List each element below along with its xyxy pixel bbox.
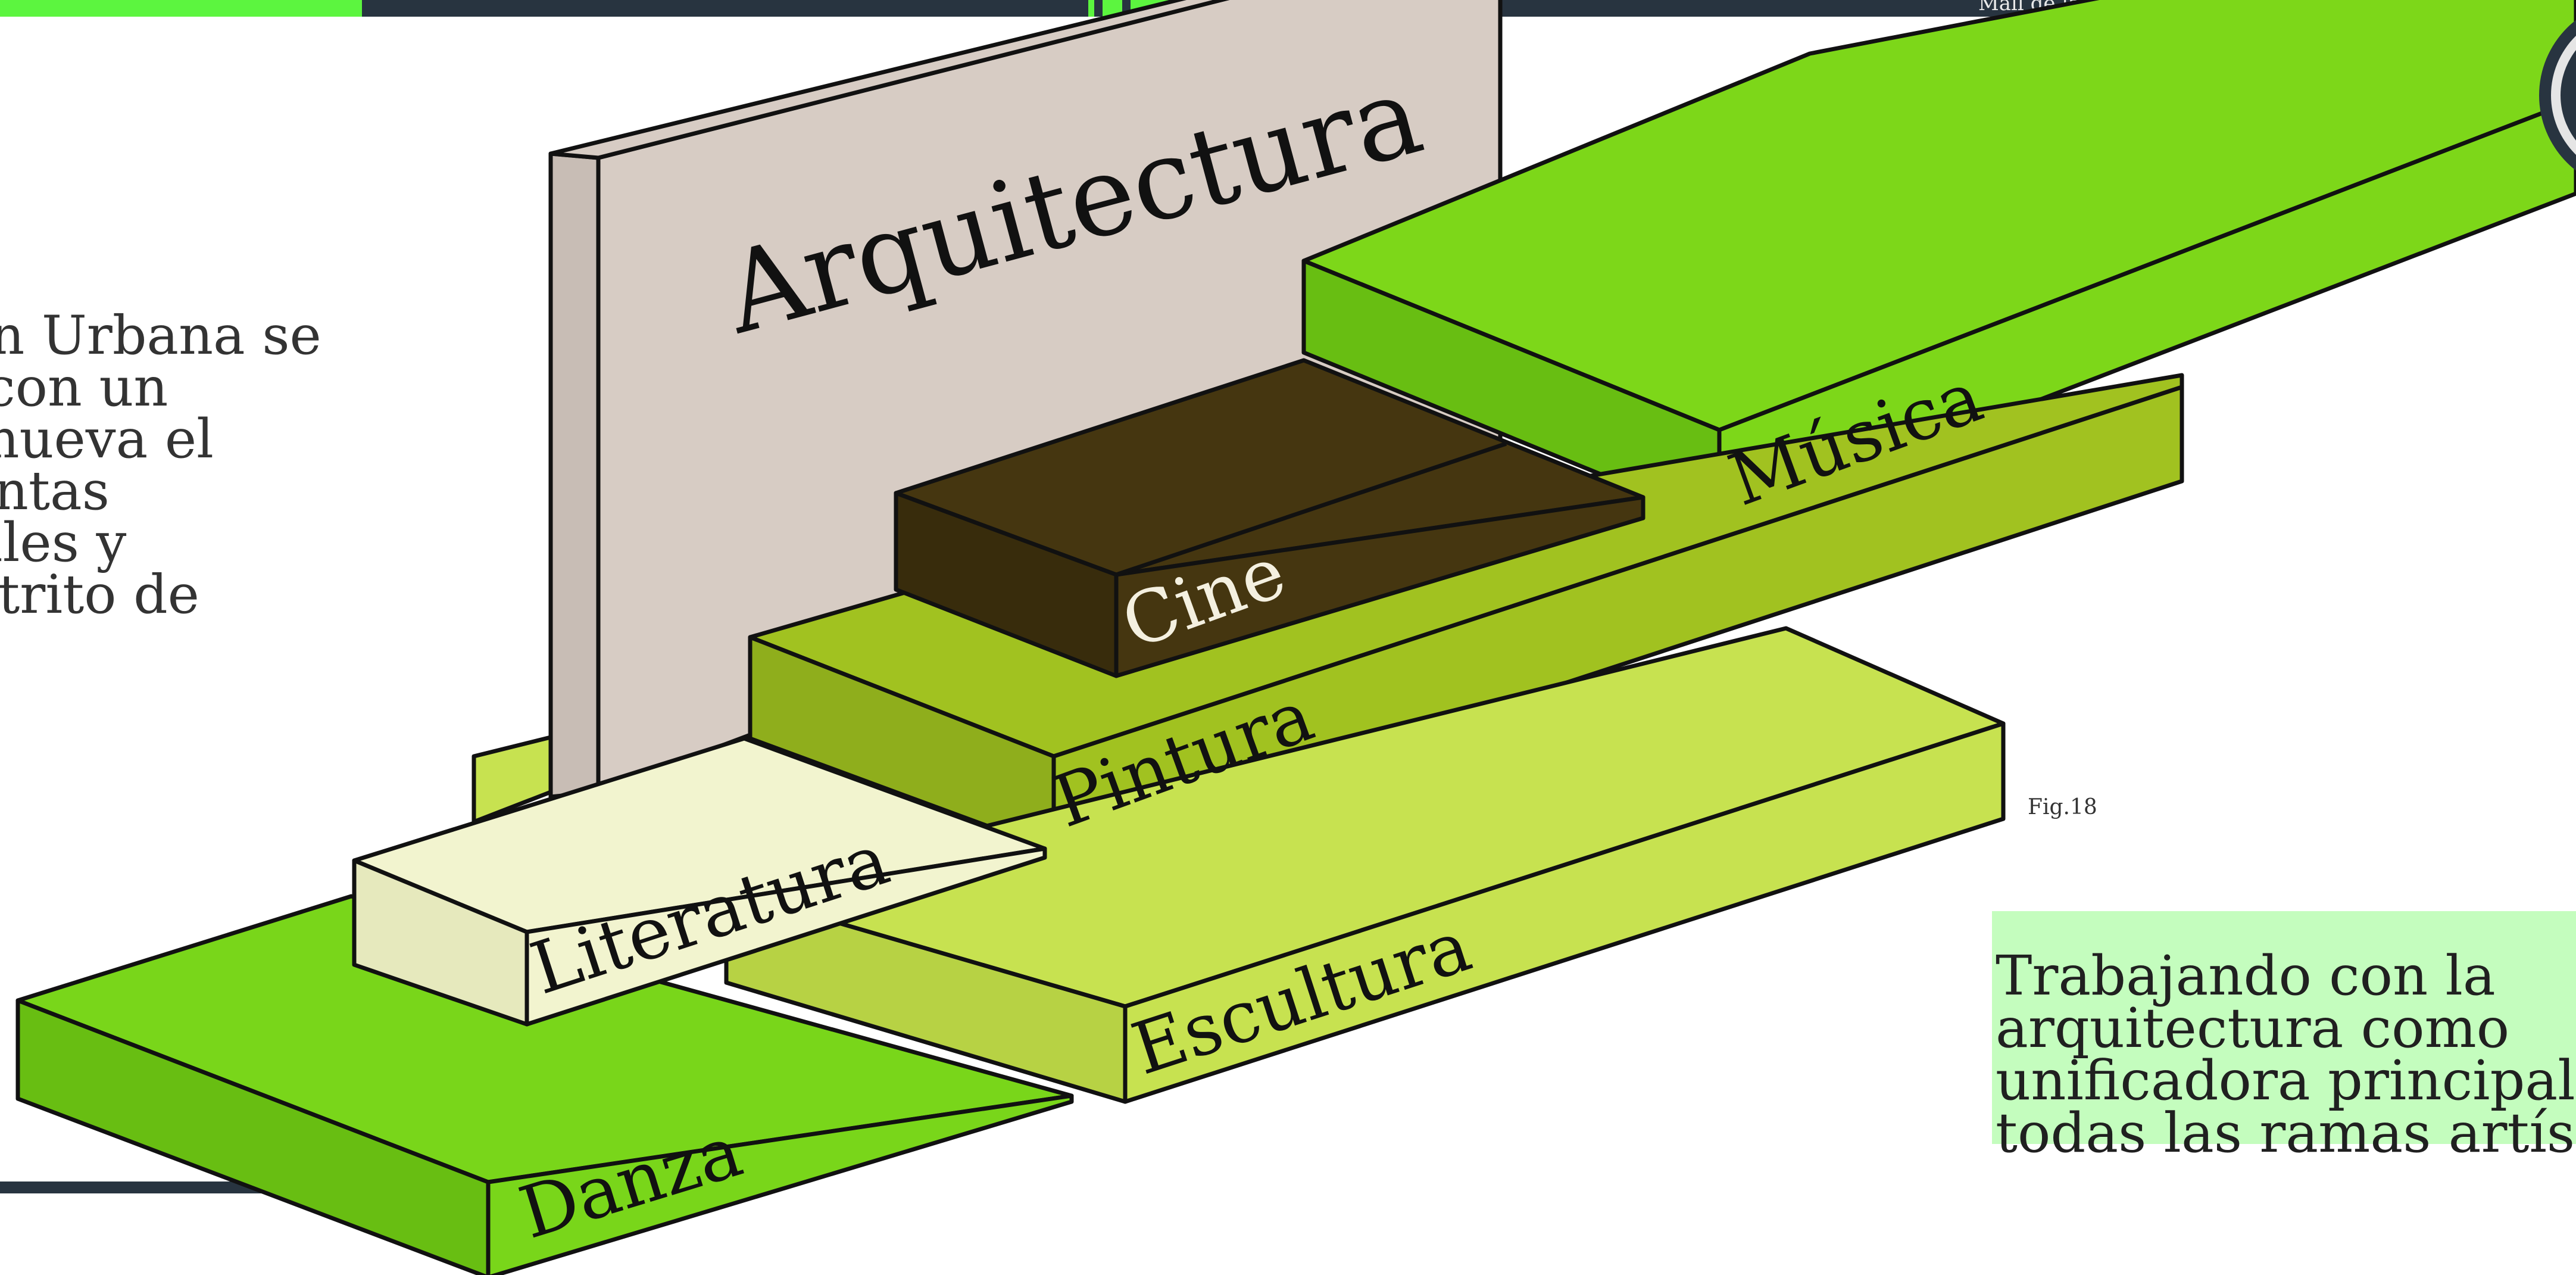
note-box	[1992, 911, 2576, 1144]
top-bar-accent-left	[0, 0, 362, 17]
question-line: ar con un	[0, 356, 168, 419]
question-line: romueva el	[0, 408, 214, 470]
figure-label: Fig.18	[2028, 795, 2097, 819]
note-line: todas las ramas artístic	[1996, 1101, 2576, 1165]
top-bar-dark-left	[362, 0, 1088, 17]
question-line: Distrito de	[0, 563, 199, 626]
round-corner-ornament	[2539, 20, 2576, 171]
block-literatura	[352, 736, 1047, 1027]
note-line: Trabajando con la	[1996, 944, 2496, 1008]
question-line: urales y	[0, 512, 127, 574]
block-cine	[894, 358, 1645, 678]
block-danza	[15, 894, 1074, 1275]
question-line: istintas	[0, 460, 110, 522]
note-line: unificadora principal d	[1996, 1049, 2576, 1112]
note-line: arquitectura como	[1996, 996, 2510, 1060]
question-text: ción Urbana se ar con un romueva el isti…	[0, 304, 387, 672]
bottom-divider	[0, 1182, 277, 1193]
note-text: Trabajando con la arquitectura como unif…	[1996, 944, 2576, 1165]
top-bar-divider	[1094, 0, 1103, 17]
question-line: ción Urbana se	[0, 304, 321, 367]
block-escultura	[724, 626, 2006, 1104]
